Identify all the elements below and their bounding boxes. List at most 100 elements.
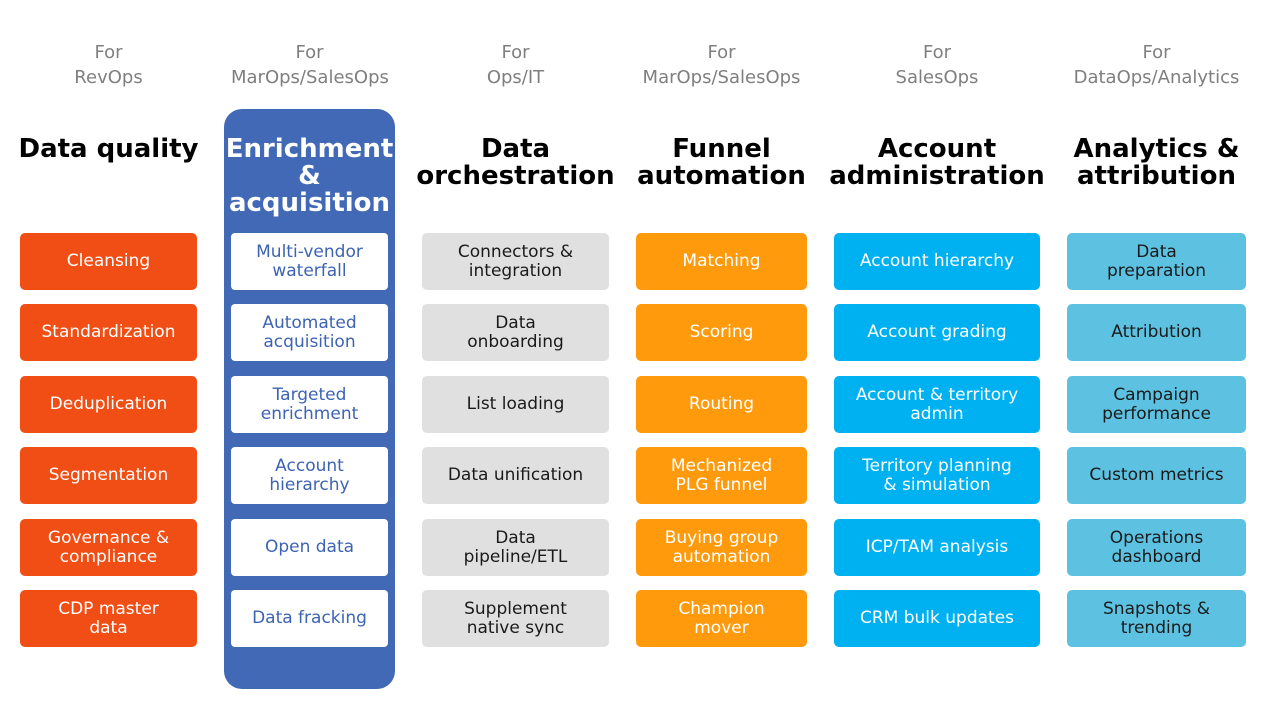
card-label: & simulation bbox=[883, 474, 991, 495]
audience-prefix: For bbox=[922, 42, 952, 63]
column-title-line: administration bbox=[829, 161, 1045, 191]
card-label: enrichment bbox=[260, 403, 359, 424]
card-label: Standardization bbox=[41, 322, 176, 342]
card-label: waterfall bbox=[272, 260, 347, 281]
card-label: ICP/TAM analysis bbox=[865, 537, 1009, 557]
card-label: Attribution bbox=[1111, 322, 1202, 342]
audience-prefix: For bbox=[295, 42, 324, 63]
column-title: Funnel automation bbox=[624, 136, 819, 190]
card-label: performance bbox=[1102, 403, 1211, 424]
card-label: Account grading bbox=[867, 322, 1007, 342]
card-label: native sync bbox=[466, 617, 565, 638]
card-label: Snapshots & bbox=[1103, 598, 1210, 619]
capability-card: Segmentation bbox=[20, 447, 197, 504]
audience-name: SalesOps bbox=[895, 67, 979, 88]
card-label: automation bbox=[672, 546, 771, 567]
column-title: Enrichment & acquisition bbox=[219, 136, 400, 217]
card-label: Custom metrics bbox=[1089, 465, 1224, 485]
card-label: Routing bbox=[688, 394, 755, 414]
card-label: Territory planning bbox=[862, 455, 1012, 476]
column-title-line: attribution bbox=[1077, 161, 1236, 191]
card-label: pipeline/ETL bbox=[463, 546, 568, 567]
audience-prefix: For bbox=[1142, 42, 1171, 63]
capability-card: Cleansing bbox=[20, 233, 197, 290]
card-label: Cleansing bbox=[66, 251, 151, 271]
column-title: Data orchestration bbox=[410, 136, 621, 190]
card-label: integration bbox=[468, 260, 563, 281]
audience-name: MarOps/SalesOps bbox=[642, 67, 801, 88]
card-label: Data bbox=[495, 312, 536, 333]
capability-card: Connectors &integration bbox=[422, 233, 609, 290]
capability-card: ICP/TAM analysis bbox=[834, 519, 1040, 576]
card-label: trending bbox=[1120, 617, 1193, 638]
audience-prefix: For bbox=[501, 42, 530, 63]
audience-label: For MarOps/SalesOps bbox=[636, 40, 807, 90]
card-label: Data fracking bbox=[252, 608, 367, 628]
card-label: List loading bbox=[466, 394, 565, 414]
card-label: Account hierarchy bbox=[859, 251, 1015, 271]
column-title: Data quality bbox=[8, 136, 209, 163]
card-label: Open data bbox=[264, 537, 355, 557]
card-label: Data unification bbox=[447, 465, 584, 485]
card-label: Governance & bbox=[47, 527, 170, 548]
capability-card: Scoring bbox=[636, 304, 807, 361]
card-label: preparation bbox=[1106, 260, 1207, 281]
card-label: CDP master bbox=[58, 598, 159, 619]
capability-card: Account hierarchy bbox=[834, 233, 1040, 290]
card-label: Matching bbox=[682, 251, 761, 271]
audience-name: DataOps/Analytics bbox=[1073, 67, 1240, 88]
card-label: Buying group bbox=[664, 527, 779, 548]
capability-card: Data unification bbox=[422, 447, 609, 504]
column-funnel-automation: For MarOps/SalesOps Funnel automation Ma… bbox=[636, 0, 807, 702]
column-title: Analytics & attribution bbox=[1055, 136, 1258, 190]
card-label: CRM bulk updates bbox=[859, 608, 1015, 628]
column-title-line: Funnel bbox=[672, 134, 771, 164]
column-data-orchestration: For Ops/IT Data orchestration Connectors… bbox=[416, 0, 615, 702]
column-title-line: acquisition bbox=[228, 188, 391, 218]
card-label: mover bbox=[694, 617, 749, 638]
card-label: onboarding bbox=[467, 331, 564, 352]
card-label: Connectors & bbox=[457, 241, 574, 262]
card-label: Account & territory bbox=[855, 384, 1019, 405]
audience-label: For SalesOps bbox=[834, 40, 1040, 90]
card-label: Mechanized bbox=[670, 455, 773, 476]
column-title-line: Data bbox=[480, 134, 551, 164]
column-title-line: automation bbox=[637, 161, 806, 191]
card-label: Supplement bbox=[464, 598, 567, 619]
card-label: Multi-vendor bbox=[256, 241, 363, 262]
card-label: Data bbox=[1136, 241, 1177, 262]
card-label: acquisition bbox=[263, 331, 356, 352]
column-analytics-attribution: For DataOps/Analytics Analytics & attrib… bbox=[1067, 0, 1246, 702]
card-label: Data bbox=[495, 527, 536, 548]
card-label: Targeted bbox=[272, 384, 347, 405]
card-label: Automated bbox=[262, 312, 357, 333]
capability-card: Governance &compliance bbox=[20, 519, 197, 576]
column-title-line: Account bbox=[877, 134, 997, 164]
column-title-line: Data quality bbox=[18, 134, 199, 164]
column-data-quality: For RevOps Data quality Cleansing Standa… bbox=[18, 0, 199, 702]
audience-name: MarOps/SalesOps bbox=[231, 67, 389, 88]
audience-label: For RevOps bbox=[20, 40, 197, 90]
audience-label: For Ops/IT bbox=[422, 40, 609, 90]
card-label: admin bbox=[910, 403, 964, 424]
card-label: hierarchy bbox=[269, 474, 350, 495]
capability-card: Deduplication bbox=[20, 376, 197, 433]
capability-card: Data fracking bbox=[231, 590, 388, 647]
capability-card: Snapshots &trending bbox=[1067, 590, 1246, 647]
card-label: Scoring bbox=[689, 322, 754, 342]
capability-card: Attribution bbox=[1067, 304, 1246, 361]
card-label: PLG funnel bbox=[675, 474, 768, 495]
capability-card: Matching bbox=[636, 233, 807, 290]
